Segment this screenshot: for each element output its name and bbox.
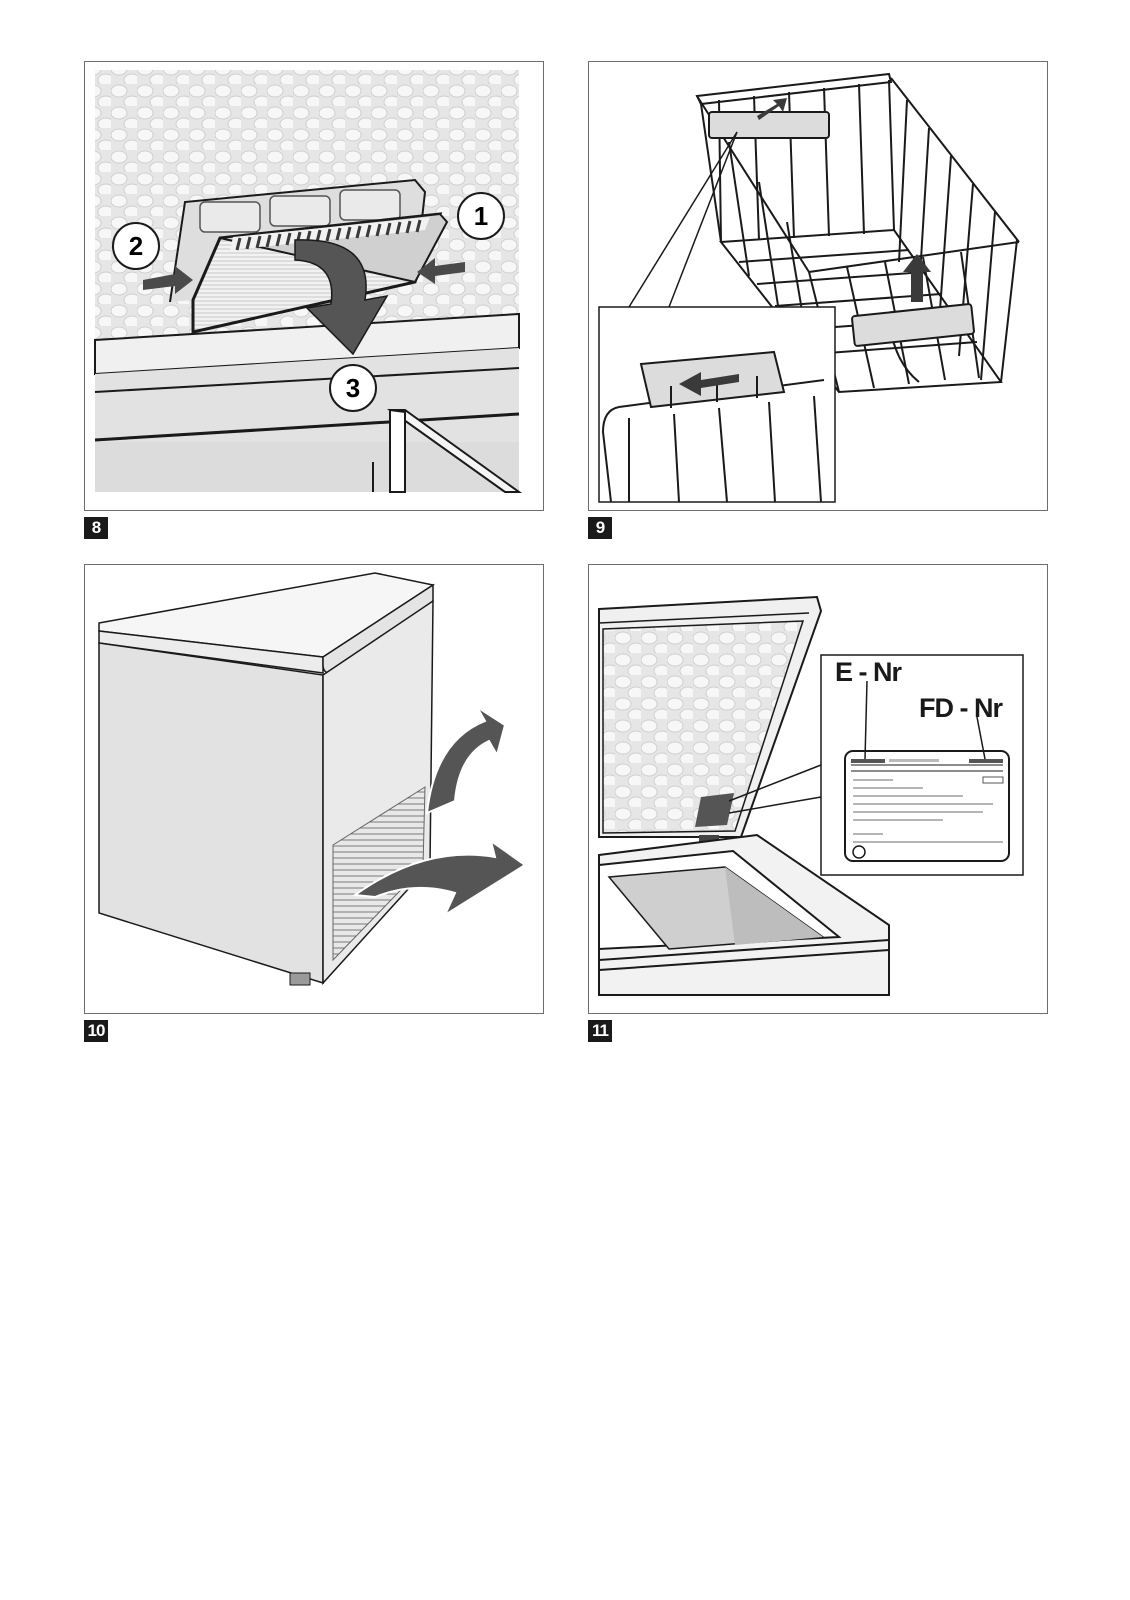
callout-3: 3 [329,364,377,412]
e-nr-label: E - Nr [835,657,901,688]
figure-11-illustration [589,565,1047,1013]
figure-9-panel [588,61,1048,511]
figure-8-panel: 1 2 3 [84,61,544,511]
callout-2: 2 [112,222,160,270]
callout-1: 1 [457,192,505,240]
figure-9-illustration [589,62,1047,510]
figure-8-label: 8 [84,517,108,539]
figure-11-panel: E - Nr FD - Nr [588,564,1048,1014]
figure-10-panel [84,564,544,1014]
figure-9-label: 9 [588,517,612,539]
fd-nr-label: FD - Nr [919,693,1002,724]
figure-10-label: 10 [84,1020,108,1042]
figure-11-label: 11 [588,1020,612,1042]
figure-10-illustration [85,565,543,1013]
figure-8-illustration [85,62,543,510]
